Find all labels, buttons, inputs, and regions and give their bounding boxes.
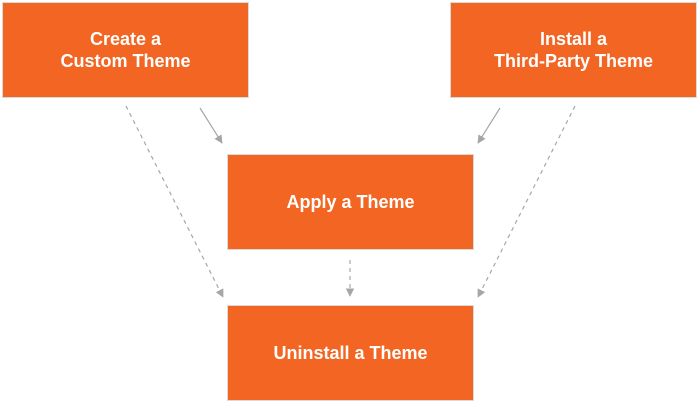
node-install-third-party-theme: Install a Third-Party Theme bbox=[450, 2, 697, 98]
edge-create-to-uninstall bbox=[125, 105, 224, 298]
node-uninstall-theme-label: Uninstall a Theme bbox=[273, 343, 428, 363]
edge-create-to-apply bbox=[199, 107, 223, 144]
node-create-custom-theme: Create a Custom Theme bbox=[2, 2, 249, 98]
node-install-third-party-theme-label: Install a Third-Party Theme bbox=[494, 28, 653, 72]
node-create-line1: Create a bbox=[89, 29, 162, 49]
node-create-line2: Custom Theme bbox=[60, 51, 191, 71]
edge-install-to-apply bbox=[477, 107, 501, 144]
node-install-line2: Third-Party Theme bbox=[493, 51, 654, 71]
node-uninstall-theme: Uninstall a Theme bbox=[227, 305, 474, 401]
node-install-line1: Install a bbox=[539, 29, 608, 49]
node-create-custom-theme-label: Create a Custom Theme bbox=[60, 28, 190, 72]
edge-install-to-uninstall bbox=[477, 105, 576, 298]
node-apply-theme-label: Apply a Theme bbox=[286, 192, 415, 212]
node-apply-theme: Apply a Theme bbox=[227, 154, 474, 250]
